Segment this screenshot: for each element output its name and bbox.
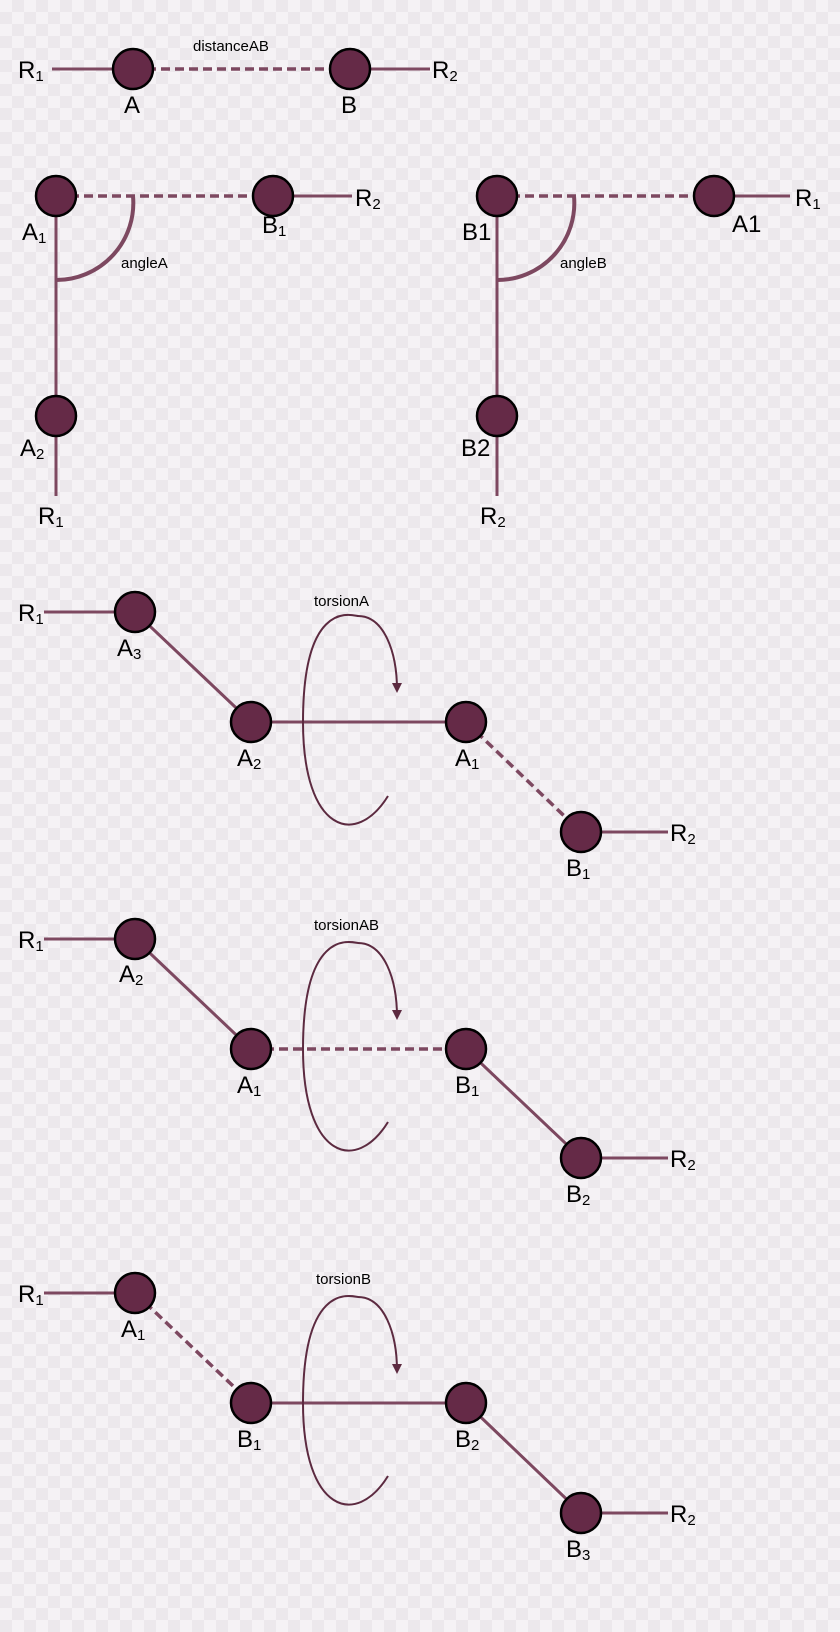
atom-a2 <box>34 394 78 438</box>
atom-a1 <box>444 700 488 744</box>
torsion-a-label: torsionA <box>314 593 369 610</box>
angle-a-label: angleA <box>121 255 168 272</box>
angle-b-panel: angleB B1 A1 R1 B2 R2 <box>461 174 821 531</box>
atom-label: R1 <box>18 57 44 85</box>
atom-label: B <box>341 92 357 119</box>
atom-a2 <box>229 700 273 744</box>
atom-label: R2 <box>432 57 458 85</box>
angle-arc <box>55 195 136 283</box>
atom-label: B2 <box>566 1181 590 1209</box>
torsion-ab-label: torsionAB <box>314 917 379 934</box>
atom-label: R2 <box>670 820 696 848</box>
angle-a-panel: angleA A1 B1 R2 A2 R1 <box>20 174 381 531</box>
atom-a1 <box>229 1027 273 1071</box>
atom-label: B2 <box>461 435 490 462</box>
atom-label: B3 <box>566 1536 590 1564</box>
atom-b1 <box>251 174 295 218</box>
atom-label: R1 <box>38 503 64 531</box>
atom-label: R2 <box>480 503 506 531</box>
atom-label: B1 <box>262 212 286 240</box>
atom-label: A <box>124 92 140 119</box>
atom-label: R1 <box>18 927 44 955</box>
atom-b1 <box>444 1027 488 1071</box>
torsion-ab-panel: torsionAB R1 A2 A1 B1 B2 R2 <box>18 917 696 1209</box>
atom-a1 <box>113 1271 157 1315</box>
atom-label: B1 <box>237 1426 261 1454</box>
atom-label: A1 <box>732 211 761 238</box>
atom-label: A3 <box>117 635 141 663</box>
atom-label: A1 <box>455 745 479 773</box>
angle-arc <box>496 195 577 283</box>
rotation-arrow <box>301 613 402 826</box>
atom-label: R1 <box>18 1281 44 1309</box>
atom-a2 <box>113 917 157 961</box>
distance-panel: distanceAB R1 A B R2 <box>18 38 458 119</box>
atom-a <box>111 47 155 91</box>
atom-label: R1 <box>795 185 821 213</box>
atom-a1 <box>34 174 78 218</box>
atom-a1 <box>692 174 736 218</box>
atom-label: R2 <box>670 1146 696 1174</box>
atom-label: B1 <box>462 219 491 246</box>
rotation-arrow <box>301 940 402 1152</box>
bond <box>464 1047 583 1160</box>
torsion-b-label: torsionB <box>316 1271 371 1288</box>
atom-b3 <box>559 1491 603 1535</box>
bond <box>133 937 253 1051</box>
atom-label: B1 <box>455 1072 479 1100</box>
atom-label: R2 <box>355 185 381 213</box>
bond <box>133 610 253 724</box>
dashed-bond <box>464 720 583 834</box>
angle-b-label: angleB <box>560 255 607 272</box>
atom-a3 <box>113 590 157 634</box>
atom-b1 <box>475 174 519 218</box>
atom-label: A2 <box>119 961 143 989</box>
atom-b <box>328 47 372 91</box>
atom-label: A1 <box>121 1316 145 1344</box>
atom-label: A2 <box>237 745 261 773</box>
dashed-bond <box>133 1291 253 1405</box>
atom-label: R2 <box>670 1501 696 1529</box>
atom-label: R1 <box>18 600 44 628</box>
atom-b1 <box>559 810 603 854</box>
atom-b1 <box>229 1381 273 1425</box>
atom-label: A1 <box>22 219 46 247</box>
atom-label: B1 <box>566 855 590 883</box>
atom-b2 <box>559 1136 603 1180</box>
atom-label: A2 <box>20 435 44 463</box>
rotation-arrow <box>301 1294 402 1506</box>
atom-label: B2 <box>455 1426 479 1454</box>
distance-label: distanceAB <box>193 38 269 55</box>
torsion-b-panel: torsionB R1 A1 B1 B2 B3 R2 <box>18 1271 696 1564</box>
atom-b2 <box>444 1381 488 1425</box>
bond <box>464 1401 583 1515</box>
atom-b2 <box>475 394 519 438</box>
torsion-a-panel: torsionA R1 A3 A2 A1 B1 R2 <box>18 590 696 883</box>
atom-label: A1 <box>237 1072 261 1100</box>
